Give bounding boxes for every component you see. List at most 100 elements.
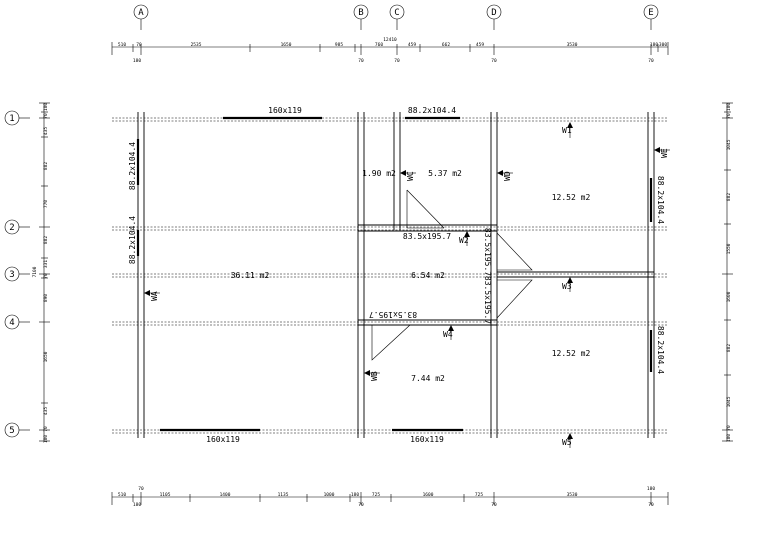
dim-label: 1650 [43, 351, 49, 362]
door-swing-2 [371, 324, 411, 361]
dim-label: 882 [43, 162, 49, 170]
dim-label: 459 [408, 42, 416, 48]
svg-text:E: E [648, 8, 653, 18]
svg-text:W3: W3 [562, 282, 572, 291]
wall-marker-wb[interactable]: WB [364, 370, 380, 381]
dim-label: 2535 [191, 42, 202, 48]
dim-label: 180 [133, 58, 141, 64]
dim-label: 882 [43, 236, 49, 244]
svg-text:3: 3 [9, 270, 14, 280]
svg-text:2: 2 [9, 223, 14, 233]
top-total-dim: 12410 [383, 37, 397, 43]
axis-row-3[interactable]: 3 [4, 266, 30, 282]
dim-label: 770 [43, 200, 49, 208]
wall-marker-w5[interactable]: W5 [562, 433, 573, 448]
svg-text:C: C [394, 8, 399, 18]
dim-label: 70 [138, 486, 144, 492]
axis-column-d[interactable]: D [486, 4, 502, 30]
dim-label: 1400 [220, 492, 231, 498]
axis-column-c[interactable]: C [389, 4, 405, 30]
left-dimension-chain: 7100 180 70 435 882 770 882 331 70 890 1… [32, 103, 50, 443]
axis-row-1[interactable]: 1 [4, 110, 30, 126]
wall-marker-w2[interactable]: W2 [459, 231, 470, 246]
dim-label: 435 [43, 407, 49, 415]
window-label: 88.2x104.4 [128, 216, 137, 264]
top-dimension-chain: 12410 510 70 2535 1650 985 760 459 662 4… [111, 37, 669, 64]
dim-label: 662 [442, 42, 450, 48]
svg-text:A: A [138, 8, 144, 18]
svg-text:W1: W1 [562, 126, 572, 135]
svg-text:1: 1 [9, 114, 14, 124]
dim-label: 70 [491, 502, 497, 508]
walls [137, 112, 655, 438]
dim-label: 180 [43, 103, 49, 111]
dim-label: 725 [475, 492, 483, 498]
wall-marker-wa[interactable]: WA [144, 290, 160, 301]
axis-row-4[interactable]: 4 [4, 314, 30, 330]
window-label: 88.2x104.4 [656, 326, 665, 374]
room-area[interactable]: 5.37 m2 [428, 169, 462, 178]
right-ticks [722, 102, 733, 442]
wall-marker-w4[interactable]: W4 [443, 325, 454, 340]
svg-text:WB: WB [370, 371, 379, 381]
door-label: 83.5x195.7 [403, 232, 451, 241]
dim-label: 70 [726, 113, 732, 119]
axis-row-5[interactable]: 5 [4, 422, 30, 438]
dim-label: 725 [372, 492, 380, 498]
dim-label: 180 [726, 103, 732, 111]
row-axes: 1 2 3 4 5 [4, 110, 30, 438]
dim-label: 1600 [726, 291, 732, 302]
dim-label: 180 [351, 492, 359, 498]
room-area[interactable]: 12.52 m2 [552, 193, 591, 202]
svg-text:W4: W4 [443, 330, 453, 339]
axis-row-2[interactable]: 2 [4, 219, 30, 235]
dim-label: 1045 [726, 396, 732, 407]
wall-marker-w3[interactable]: W3 [562, 277, 573, 292]
room-area[interactable]: 7.44 m2 [411, 374, 445, 383]
room-area[interactable]: 1.90 m2 [362, 169, 396, 178]
column-axes: A B C D E [133, 4, 659, 30]
dim-label: 180 [133, 502, 141, 508]
axis-column-a[interactable]: A [133, 4, 149, 30]
svg-text:W2: W2 [459, 236, 469, 245]
dim-label: 435 [43, 127, 49, 135]
wall-marker-we[interactable]: WE [654, 147, 670, 158]
right-dimension-chain: 180 70 1045 882 1550 1600 882 1045 70 18… [722, 103, 733, 442]
dim-label: 70 [43, 273, 49, 279]
room-areas: 1.90 m2 5.37 m2 12.52 m2 36.11 m2 6.54 m… [231, 169, 591, 383]
svg-text:WD: WD [503, 171, 512, 181]
wall-marker-wd[interactable]: WD [497, 170, 513, 181]
dim-label: 510 [118, 492, 126, 498]
window-label: 88.2x104.4 [128, 142, 137, 190]
room-area[interactable]: 36.11 m2 [231, 271, 270, 280]
door-label: 83.5x195.7 [483, 228, 492, 276]
dim-label: 1000 [324, 492, 335, 498]
svg-text:WE: WE [660, 148, 669, 158]
room-area[interactable]: 12.52 m2 [552, 349, 591, 358]
dim-label: 70 [726, 425, 732, 431]
dim-label: 331 [43, 260, 49, 268]
room-area[interactable]: 6.54 m2 [411, 271, 445, 280]
dim-label: 180 [650, 42, 658, 48]
dim-label: 180 [647, 486, 655, 492]
dim-label: 882 [726, 344, 732, 352]
axis-column-e[interactable]: E [643, 4, 659, 30]
window-label: 160x119 [268, 106, 302, 115]
dim-label: 70 [648, 58, 654, 64]
dim-label: 70 [358, 58, 364, 64]
dim-label: 760 [375, 42, 383, 48]
window-label: 88.2x104.4 [656, 176, 665, 224]
window-label: 88.2x104.4 [408, 106, 456, 115]
axis-column-b[interactable]: B [353, 4, 369, 30]
dim-label: 1045 [726, 139, 732, 150]
dim-label: 459 [476, 42, 484, 48]
wall-marker-wc[interactable]: WC [400, 170, 416, 181]
door-swing-4 [496, 279, 533, 319]
door-swing-1 [406, 190, 444, 229]
svg-text:W5: W5 [562, 438, 572, 447]
wall-marker-w1[interactable]: W1 [562, 122, 573, 138]
window-label: 160x119 [206, 435, 240, 444]
dim-label: 70 [136, 42, 142, 48]
dim-label: 510 [118, 42, 126, 48]
